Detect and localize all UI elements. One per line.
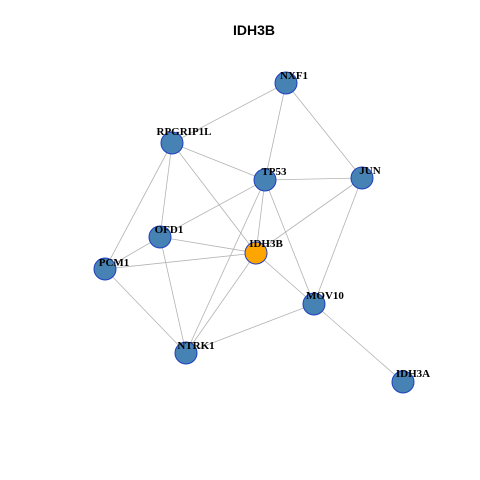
node-label-nxf1: NXF1: [280, 70, 308, 82]
edge-nxf1-jun: [285, 82, 363, 179]
edge-pcm1-ntrk1: [104, 268, 187, 354]
edge-rpgrip1l-idh3b: [171, 142, 257, 254]
edge-tp53-ofd1: [159, 179, 266, 238]
edge-rpgrip1l-tp53: [171, 142, 266, 181]
node-tp53[interactable]: [253, 168, 277, 192]
graph-title: IDH3B: [233, 22, 275, 38]
edge-rpgrip1l-pcm1: [104, 142, 173, 270]
node-label-tp53: TP53: [261, 166, 287, 178]
edge-ofd1-idh3b: [159, 236, 257, 254]
edge-layer: [104, 82, 404, 383]
node-jun[interactable]: [350, 166, 374, 190]
node-idh3a[interactable]: [391, 370, 415, 394]
edge-nxf1-rpgrip1l: [171, 82, 287, 144]
edge-jun-idh3b: [255, 177, 363, 254]
node-label-idh3a: IDH3A: [396, 368, 430, 380]
node-label-jun: JUN: [359, 165, 380, 177]
edge-pcm1-idh3b: [104, 252, 257, 270]
edge-tp53-mov10: [264, 179, 315, 305]
node-label-pcm1: PCM1: [99, 257, 130, 269]
edge-idh3b-ntrk1: [185, 252, 257, 354]
edge-rpgrip1l-ofd1: [159, 142, 173, 238]
edge-idh3b-mov10: [255, 252, 315, 305]
edge-ofd1-ntrk1: [159, 236, 187, 354]
node-layer: [93, 71, 415, 394]
node-label-mov10: MOV10: [306, 290, 344, 302]
node-pcm1[interactable]: [93, 257, 117, 281]
node-idh3b[interactable]: [244, 241, 268, 265]
node-mov10[interactable]: [302, 292, 326, 316]
node-ofd1[interactable]: [148, 225, 172, 249]
edge-mov10-ntrk1: [185, 303, 315, 354]
edge-tp53-jun: [264, 177, 363, 181]
edge-jun-mov10: [313, 177, 363, 305]
edge-tp53-idh3b: [255, 179, 266, 254]
node-label-ntrk1: NTRK1: [177, 340, 214, 352]
edge-nxf1-tp53: [264, 82, 287, 181]
edge-tp53-ntrk1: [185, 179, 266, 354]
edge-mov10-idh3a: [313, 303, 404, 383]
node-ntrk1[interactable]: [174, 341, 198, 365]
node-rpgrip1l[interactable]: [160, 131, 184, 155]
node-label-rpgrip1l: RPGRIP1L: [157, 126, 212, 138]
node-nxf1[interactable]: [274, 71, 298, 95]
node-label-idh3b: IDH3B: [249, 238, 283, 250]
node-label-ofd1: OFD1: [155, 224, 184, 236]
